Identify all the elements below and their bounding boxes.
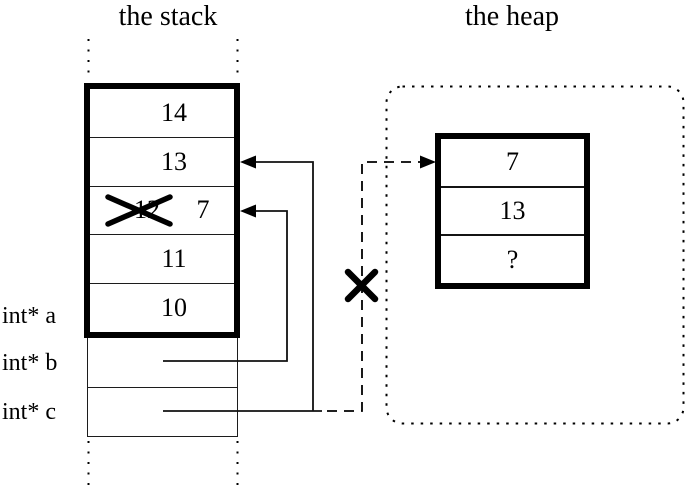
heap-cell-13: 13 [441, 185, 584, 235]
pointer-variable-slots [87, 338, 238, 437]
stack-cell-value: 10 [161, 293, 187, 323]
heap-cell-value: ? [506, 244, 519, 274]
stack-cell-value: 14 [161, 97, 187, 127]
label-int-ptr-b: int* b [2, 350, 58, 376]
stack-frame-box: 14 13 12 7 11 10 [84, 83, 240, 338]
pointer-c-arrowhead-icon [240, 155, 256, 169]
heap-cell-7: 7 [441, 139, 584, 186]
stack-cell-14: 14 [90, 89, 234, 137]
heap-cell-value: 7 [506, 147, 519, 177]
x-mark-over-old-value-icon [105, 194, 173, 227]
dangling-pointer-dashed-wire [327, 155, 436, 412]
pointer-b-wire [163, 204, 288, 362]
label-int-ptr-a: int* a [2, 303, 56, 329]
heap-region-title: the heap [464, 1, 560, 32]
stack-cell-11: 11 [90, 234, 234, 283]
stack-region-title: the stack [118, 1, 218, 32]
heap-cell-value: 13 [499, 196, 526, 225]
label-int-ptr-c: int* c [2, 399, 56, 425]
pointer-b-arrowhead-icon [240, 204, 256, 218]
stack-cell-13: 13 [90, 136, 234, 186]
x-mark-on-dangling-pointer-icon [344, 268, 379, 303]
stack-cell-value: 13 [161, 146, 187, 176]
heap-object-box: 7 13 ? [435, 133, 590, 289]
heap-cell-unknown: ? [441, 234, 584, 283]
pointer-slot-c [88, 386, 237, 437]
stack-dotted-guides [87, 39, 239, 487]
pointer-c-wire [163, 155, 322, 412]
stack-cell-10: 10 [90, 283, 234, 332]
dangling-pointer-arrowhead-icon [420, 155, 436, 169]
stack-cell-new-value: 7 [196, 195, 210, 225]
heap-region-dotted-border [385, 85, 685, 425]
stack-cell-value: 11 [161, 244, 187, 274]
